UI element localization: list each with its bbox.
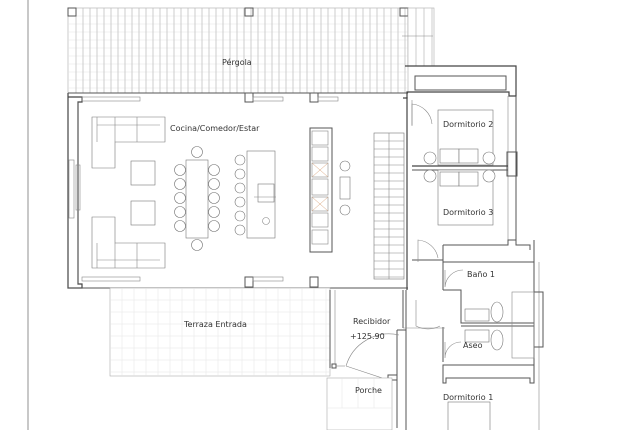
room-label-bed1: Dormitorio 1 (443, 393, 494, 402)
room-label-living: Cocina/Comedor/Estar (170, 124, 260, 133)
hall-walls (329, 290, 445, 430)
room-label-bed3: Dormitorio 3 (443, 208, 494, 217)
kitchen-island (234, 150, 276, 239)
porch-area (326, 377, 393, 430)
bed-dormitorio-3 (423, 169, 496, 226)
sofa-bottom (91, 216, 166, 269)
side-table-1 (130, 160, 156, 186)
dining-table (174, 146, 220, 251)
kitchen-counter (309, 127, 351, 253)
room-label-toilet: Aseo (463, 341, 483, 350)
door-aseo (444, 341, 462, 359)
side-table-2 (130, 200, 156, 226)
room-label-terrace: Terraza Entrada (184, 320, 247, 329)
room-label-hall: Recibidor (353, 317, 391, 326)
room-label-bath1: Baño 1 (467, 270, 495, 279)
door-dormitorio-3 (417, 239, 439, 262)
bed-dormitorio-1 (447, 401, 491, 430)
bed-dormitorio-2 (423, 109, 496, 166)
sofa-top (91, 116, 166, 169)
room-label-porch: Porche (355, 386, 382, 395)
room-label-bed2: Dormitorio 2 (443, 120, 494, 129)
pergola-area (67, 7, 435, 94)
bathroom-block (442, 240, 544, 430)
entrance-terrace (109, 287, 331, 377)
door-bano (444, 269, 464, 288)
staircase (373, 132, 405, 280)
elevation-label: +125.90 (350, 332, 385, 341)
door-dormitorio-2 (411, 103, 433, 126)
room-label-pergola: Pérgola (222, 58, 252, 67)
